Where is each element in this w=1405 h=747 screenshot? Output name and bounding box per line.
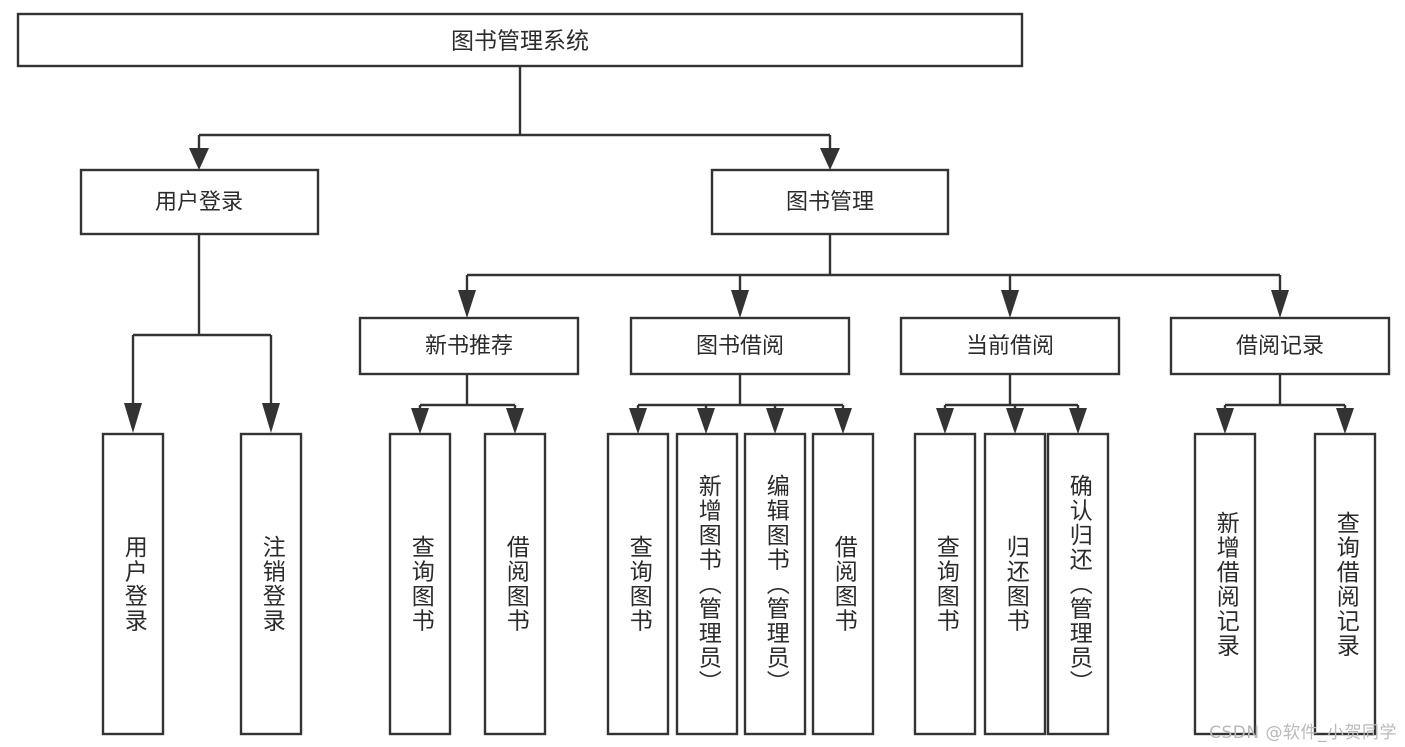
arrowhead-new-book-recommend	[458, 290, 476, 318]
node-book-borrow-label: 图书借阅	[696, 334, 784, 359]
csdn-watermark: CSDN @软件_小贺同学	[1209, 723, 1397, 743]
node-leaf-borrow-book-1[interactable]	[483, 432, 547, 736]
node-current-borrow-label: 当前借阅	[966, 334, 1054, 359]
arrowhead-leaf-return-book	[1006, 408, 1024, 434]
arrowhead-book-borrow	[731, 290, 749, 318]
node-book-management-label: 图书管理	[786, 190, 874, 215]
arrowhead-leaf-borrow-book-1	[506, 408, 524, 434]
arrowhead-leaf-query-book-1	[411, 408, 429, 434]
edges-layer	[124, 66, 1354, 434]
node-user-login-label: 用户登录	[155, 190, 243, 215]
node-borrow-record[interactable]	[1169, 316, 1391, 376]
node-user-login[interactable]	[79, 168, 320, 236]
node-leaf-logout-login[interactable]	[239, 432, 303, 736]
node-leaf-query-book-3[interactable]	[913, 432, 977, 736]
arrowhead-leaf-edit-book	[766, 408, 784, 434]
node-book-management[interactable]	[710, 168, 950, 236]
node-new-book-recommend[interactable]	[358, 316, 580, 376]
node-root[interactable]	[16, 12, 1024, 68]
node-leaf-edit-book[interactable]	[743, 432, 807, 736]
arrowhead-leaf-logout-login	[262, 403, 280, 433]
node-root-label: 图书管理系统	[451, 29, 589, 55]
node-leaf-confirm-return[interactable]	[1046, 432, 1110, 736]
arrowhead-leaf-query-record	[1336, 408, 1354, 434]
arrowhead-leaf-borrow-book-2	[834, 408, 852, 434]
nodes-layer: 图书管理系统 用户登录 图书管理 新书推荐 图书借阅 当前借阅 借阅记录	[16, 12, 1391, 736]
arrowhead-leaf-query-book-3	[936, 408, 954, 434]
arrowhead-leaf-add-record	[1216, 408, 1234, 434]
arrowhead-leaf-user-login	[124, 403, 142, 433]
arrowhead-leaf-add-book	[697, 408, 715, 434]
node-leaf-query-book-1[interactable]	[388, 432, 452, 736]
node-book-borrow[interactable]	[629, 316, 851, 376]
node-leaf-borrow-book-2[interactable]	[811, 432, 875, 736]
arrowhead-current-borrow	[1001, 290, 1019, 318]
arrowhead-user-login	[189, 148, 209, 170]
node-leaf-add-book[interactable]	[675, 432, 739, 736]
arrowhead-leaf-query-book-2	[629, 408, 647, 434]
node-new-book-recommend-label: 新书推荐	[425, 334, 513, 359]
node-leaf-query-record[interactable]	[1313, 432, 1377, 736]
node-leaf-user-login[interactable]	[101, 432, 165, 736]
node-leaf-add-record[interactable]	[1193, 432, 1257, 736]
node-leaf-query-book-2[interactable]	[606, 432, 670, 736]
node-borrow-record-label: 借阅记录	[1236, 334, 1324, 359]
arrowhead-borrow-record	[1271, 290, 1289, 318]
arrowhead-book-management	[820, 148, 840, 170]
node-current-borrow[interactable]	[899, 316, 1121, 376]
node-leaf-return-book[interactable]	[983, 432, 1047, 736]
arrowhead-leaf-confirm-return	[1069, 408, 1087, 434]
